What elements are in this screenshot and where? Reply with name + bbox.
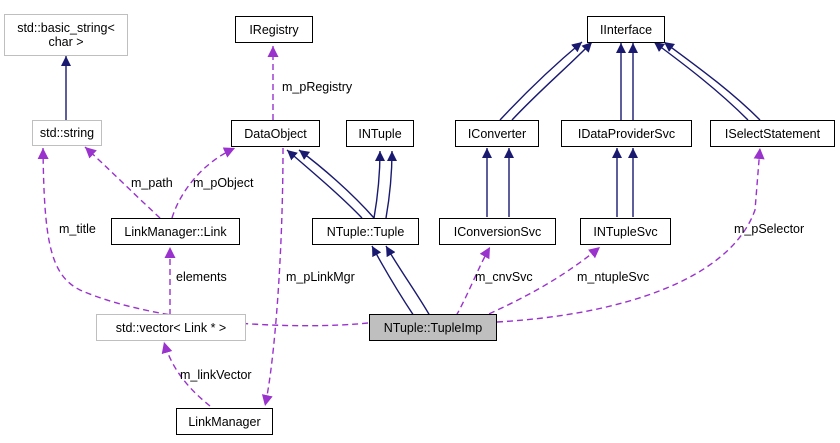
label-m-plinkmgr: m_pLinkMgr [286, 270, 355, 284]
node-ntuple-tupleimp[interactable]: NTuple::TupleImp [369, 314, 497, 341]
node-iselectstatement-label: ISelectStatement [724, 126, 821, 141]
label-m-title: m_title [59, 222, 96, 236]
node-ntuple-tuple[interactable]: NTuple::Tuple [312, 218, 419, 245]
edge-tupleimp-to-tuple-b [385, 245, 431, 317]
label-m-pobject: m_pObject [193, 176, 254, 190]
node-ntuple-tuple-label: NTuple::Tuple [326, 224, 405, 239]
label-m-pselector: m_pSelector [734, 222, 805, 236]
edge-iselect-to-iinterface-b [653, 41, 749, 121]
node-iregistry-label: IRegistry [249, 22, 299, 37]
label-elements: elements [176, 270, 227, 284]
node-intuplesvc[interactable]: INTupleSvc [580, 218, 671, 245]
edge-tupleimp-to-tuple-a [371, 245, 415, 317]
edge-iconverter-to-iinterface-b [499, 41, 583, 121]
label-m-linkvector: m_linkVector [180, 368, 252, 382]
node-std-basic-string-line2: char > [48, 35, 84, 49]
node-idataprovidersvc-label: IDataProviderSvc [577, 126, 676, 141]
label-m-ntuplesvc: m_ntupleSvc [577, 270, 650, 284]
node-std-basic-string-line1: std::basic_string< [17, 21, 115, 35]
node-intuple[interactable]: INTuple [346, 120, 414, 147]
node-std-string[interactable]: std::string [32, 120, 102, 146]
node-iconverter[interactable]: IConverter [455, 120, 539, 147]
label-m-path: m_path [131, 176, 173, 190]
node-iinterface-label: IInterface [599, 22, 653, 37]
node-dataobject[interactable]: DataObject [231, 120, 320, 147]
edge-tupleimp-to-intuplesvc [479, 246, 601, 319]
node-dataobject-label: DataObject [244, 126, 307, 141]
node-iregistry[interactable]: IRegistry [235, 16, 313, 43]
node-std-vector[interactable]: std::vector< Link * > [96, 314, 246, 341]
edge-tuple-to-dataobject-a [286, 149, 363, 219]
label-m-cnvsvc: m_cnvSvc [475, 270, 533, 284]
node-linkmanager[interactable]: LinkManager [176, 408, 273, 435]
edge-dataobject-to-linkmanager [261, 147, 284, 407]
edge-tuple-to-intuple-a [373, 150, 385, 219]
node-linkmanager-link[interactable]: LinkManager::Link [111, 218, 240, 245]
edge-tuple-to-dataobject-b [298, 149, 375, 219]
node-std-vector-label: std::vector< Link * > [115, 320, 227, 335]
edge-iconverter-to-iinterface-a [511, 41, 593, 121]
node-iinterface[interactable]: IInterface [587, 16, 665, 43]
edge-tuple-to-intuple-b [385, 150, 397, 219]
edge-linkmanager-to-vector [161, 341, 211, 407]
edge-tupleimp-to-iselect [496, 147, 765, 323]
edge-tupleimp-to-string [37, 147, 369, 327]
node-iconversionsvc-label: IConversionSvc [453, 224, 542, 239]
node-intuple-label: INTuple [358, 126, 402, 141]
node-linkmanager-label: LinkManager [188, 414, 261, 429]
node-iconversionsvc[interactable]: IConversionSvc [439, 218, 556, 245]
node-linkmanager-link-label: LinkManager::Link [124, 224, 227, 239]
edge-iselect-to-iinterface-a [663, 41, 761, 121]
node-std-basic-string[interactable]: std::basic_string< char > [4, 14, 128, 56]
edge-link-to-string [84, 146, 161, 219]
label-m-pregistry: m_pRegistry [282, 80, 353, 94]
node-ntuple-tupleimp-label: NTuple::TupleImp [383, 320, 483, 335]
edge-link-to-dataobject [171, 147, 236, 219]
node-iconverter-label: IConverter [467, 126, 527, 141]
node-idataprovidersvc[interactable]: IDataProviderSvc [561, 120, 692, 147]
node-intuplesvc-label: INTupleSvc [593, 224, 658, 239]
node-iselectstatement[interactable]: ISelectStatement [710, 120, 835, 147]
node-std-string-label: std::string [39, 126, 95, 140]
